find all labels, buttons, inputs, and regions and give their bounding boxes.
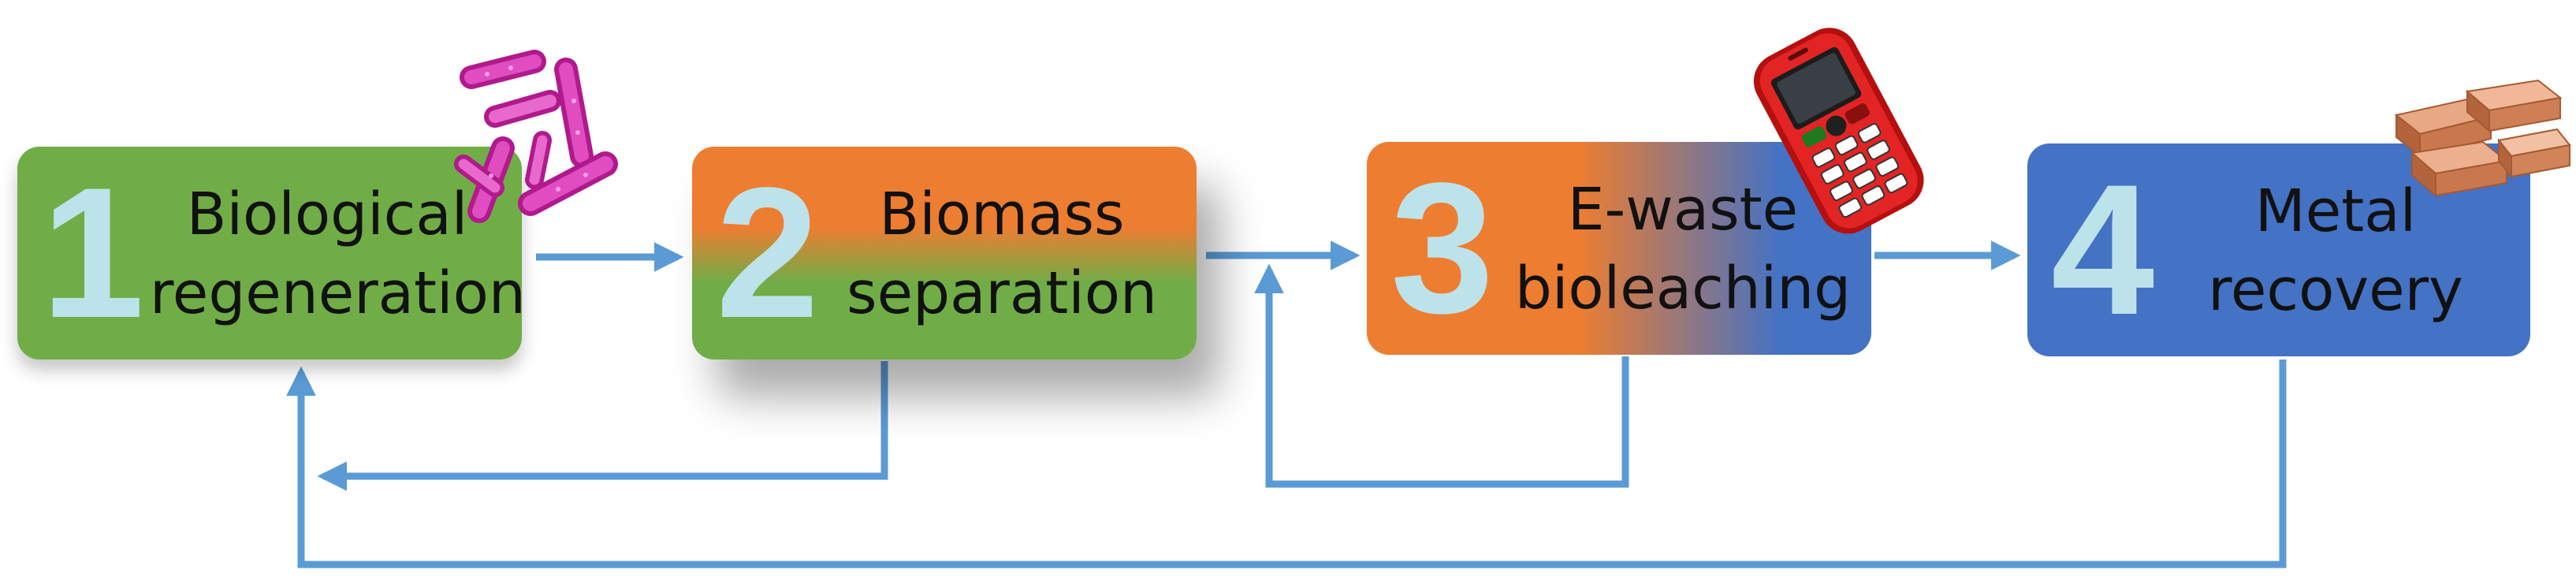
arrow-2-back-to-1 xyxy=(317,361,888,491)
step-2-label-line1: Biomass xyxy=(879,181,1125,248)
arrow-4-back-to-1 xyxy=(286,360,2287,568)
step-3-number: 3 xyxy=(1390,144,1495,352)
step-3-label-line2: bioleaching xyxy=(1514,255,1852,322)
step-3-label-line1: E-waste xyxy=(1567,176,1799,244)
step-4-label-line2: recovery xyxy=(2208,256,2463,324)
step-1-box: 1 Biological regeneration xyxy=(17,147,526,360)
step-3-label: E-waste bioleaching xyxy=(1506,170,1860,328)
step-1-label-line1: Biological xyxy=(186,181,468,248)
step-1-number: 1 xyxy=(41,149,145,357)
step-3-box: 3 E-waste bioleaching xyxy=(1367,142,1871,355)
metal-bars-icon xyxy=(2394,79,2571,198)
step-4-label: Metal recovery xyxy=(2158,172,2513,330)
step-2-box: 2 Biomass separation xyxy=(692,147,1197,360)
step-4-number: 4 xyxy=(2051,146,2155,354)
step-4-label-line1: Metal xyxy=(2254,177,2417,245)
step-2-number: 2 xyxy=(716,149,820,357)
mobile-phone-icon xyxy=(1753,28,1924,234)
step-1-label-line2: regeneration xyxy=(150,259,526,327)
bacteria-icon xyxy=(454,50,618,223)
step-2-label-line2: separation xyxy=(847,259,1157,327)
step-2-label: Biomass separation xyxy=(825,175,1179,333)
step-1-label: Biological regeneration xyxy=(150,175,526,333)
arrow-3-loop-back xyxy=(1254,263,1629,488)
